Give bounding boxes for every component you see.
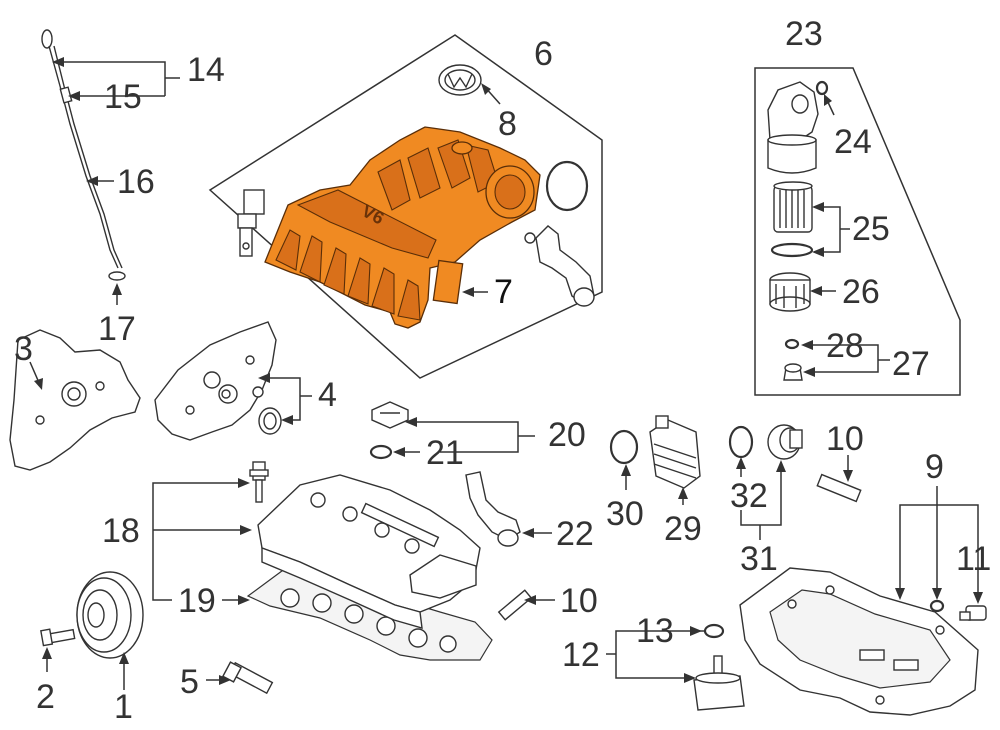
housing-seal-24 [815,80,829,96]
label-4: 4 [318,376,337,414]
drain-seal-9 [929,599,945,613]
label-22: 22 [556,515,594,553]
label-16: 16 [117,163,155,201]
label-25: 25 [852,210,890,248]
label-14: 14 [187,51,225,89]
label-8: 8 [498,105,517,143]
filter-adapter-31 [767,424,803,460]
cap-seal-ring [369,444,393,460]
dipstick [41,29,126,281]
label-13: 13 [636,612,674,650]
label-11: 11 [956,540,991,578]
label-2: 2 [36,678,55,716]
label-27: 27 [892,345,930,383]
label-28: 28 [826,327,864,365]
label-19: 19 [178,582,216,620]
valve-cover-gasket [246,561,493,661]
label-6: 6 [534,35,553,73]
intake-manifold: V6 [264,126,541,329]
seal-32 [728,425,754,459]
oil-filler-cap [371,401,409,429]
filter-o-ring [770,242,814,258]
oil-filter-group-frame [754,67,961,396]
label-17: 17 [98,310,136,348]
sensor-18 [249,461,269,503]
plug-10-lower [497,589,533,621]
pulley-bolt [40,628,76,647]
plug-5 [221,661,274,695]
intake-group-frame [208,34,603,379]
drain-plug-seal [784,338,800,350]
label-20: 20 [548,416,586,454]
label-3: 3 [14,330,33,368]
timing-cover-left [9,329,141,471]
breather-hose-22 [465,471,521,547]
oil-pan [739,567,979,716]
label-1: 1 [114,688,133,726]
label-10-upper: 10 [826,420,864,458]
oil-filter-element [773,181,813,233]
label-21: 21 [426,434,464,472]
label-23: 23 [785,15,823,53]
label-15: 15 [104,78,142,116]
crankshaft-pulley [76,571,144,659]
vw-logo-badge [438,64,482,96]
intake-hose [524,225,595,307]
timing-cover-right [154,321,282,441]
drain-plug-11 [959,605,987,621]
dipstick-seal [108,271,126,281]
label-30: 30 [606,495,644,533]
label-18: 18 [102,512,140,550]
label-32: 32 [730,477,768,515]
label-12: 12 [562,636,600,674]
oil-cooler [649,415,701,489]
oil-filter-housing [767,81,819,174]
label-31: 31 [740,540,778,578]
label-26: 26 [842,273,880,311]
label-29: 29 [664,510,702,548]
oil-level-sensor [693,655,745,711]
label-24: 24 [834,123,872,161]
drain-plug-27 [783,363,803,381]
seal-13 [703,623,725,639]
label-10-lower: 10 [560,582,598,620]
plug-10-upper [816,473,862,503]
label-9: 9 [925,448,944,486]
label-7: 7 [494,273,513,311]
valve-cover [257,474,481,629]
filter-cap [769,272,811,312]
throttle-o-ring [545,160,589,212]
label-5: 5 [180,663,199,701]
intake-sensor [237,189,265,257]
cooler-seal-30 [609,429,639,465]
